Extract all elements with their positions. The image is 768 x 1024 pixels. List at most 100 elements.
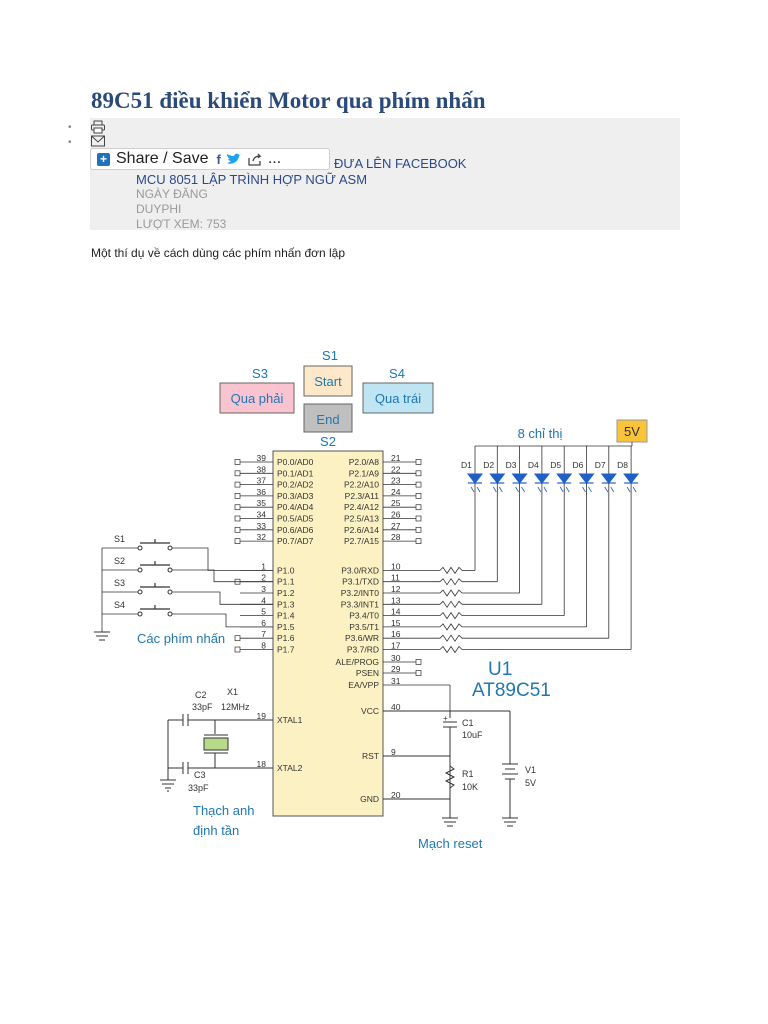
led-label: D4 (528, 460, 539, 470)
pin-name-left: P0.2/AD2 (277, 480, 314, 490)
switches-caption: Các phím nhấn (137, 631, 225, 646)
post-to-facebook-link[interactable]: ĐƯA LÊN FACEBOOK (334, 156, 467, 171)
s1-name: S1 (322, 348, 338, 363)
pin-name-right: P2.7/A15 (344, 536, 379, 546)
pin-name-right: P3.0/RXD (341, 565, 379, 575)
pin-name-left: P0.1/AD1 (277, 468, 314, 478)
switch-to-pin-wire (172, 591, 273, 605)
pin-name-right: P3.4/T0 (349, 611, 379, 621)
pin-terminal (234, 646, 241, 653)
share-more-button[interactable]: ... (267, 150, 282, 167)
x1-name: X1 (227, 687, 238, 697)
pin-terminal (415, 515, 422, 522)
switch-contact (137, 567, 143, 573)
pin-number-right: 20 (391, 790, 401, 800)
led-resistor (439, 623, 463, 631)
v5-label: 5V (624, 424, 640, 439)
pin-name-right: EA/VPP (348, 680, 379, 690)
pin-number-right: 12 (391, 584, 401, 594)
pin-number-right: 10 (391, 561, 401, 571)
plus-icon: + (97, 152, 110, 166)
share-arrow-icon[interactable] (247, 153, 263, 166)
crystal-caption-2: định tần (193, 823, 239, 838)
pin-number-left: 33 (257, 521, 267, 531)
led-diode (600, 473, 617, 484)
end-box (303, 403, 353, 433)
pin-terminal (234, 515, 241, 522)
page-title: 89C51 điều khiển Motor qua phím nhấn (91, 88, 486, 113)
chip-body (272, 450, 384, 817)
pin-name-right: P3.1/TXD (342, 577, 379, 587)
share-save-button[interactable]: + Share / Save f ... (90, 148, 330, 170)
switch-to-pin-wire (172, 569, 273, 583)
c3-value: 33pF (188, 783, 209, 793)
led-resistor (439, 589, 463, 597)
led-light-rays (492, 486, 503, 493)
crystal-caption-1: Thạch anh (193, 803, 254, 818)
pin-name-left: P0.5/AD5 (277, 514, 314, 524)
led-light-rays (559, 486, 570, 493)
led-resistor (439, 600, 463, 609)
r1-value: 10K (462, 782, 478, 792)
pin-name-left: P0.3/AD3 (277, 491, 314, 501)
chip-label: AT89C51 (472, 680, 551, 701)
pin-number-right: 14 (391, 607, 401, 617)
pin-number-left: 4 (261, 595, 266, 605)
led-label: D7 (595, 460, 606, 470)
bullet-dot: • (68, 137, 72, 148)
pin-name-right: P2.1/A9 (349, 468, 380, 478)
twitter-icon[interactable] (226, 153, 242, 166)
qua-trai-label: Qua trái (375, 391, 421, 406)
pin-terminal (234, 526, 241, 533)
printer-icon[interactable] (90, 120, 106, 134)
led-resistor (439, 645, 463, 654)
pin-name-left: P0.0/AD0 (277, 457, 314, 467)
pin-number-left: 34 (257, 510, 267, 520)
led-light-rays (515, 486, 525, 493)
pin-name-right: P2.3/A11 (345, 491, 380, 501)
pin-name-left: P1.2 (277, 588, 295, 598)
switch-label: S4 (114, 600, 125, 610)
pin-name-left: P1.4 (277, 611, 295, 621)
switch-label: S2 (114, 556, 125, 566)
led-label: D5 (550, 460, 561, 470)
led-diode (533, 473, 550, 484)
pin-terminal (415, 526, 422, 533)
pin-name-right: P2.2/A10 (344, 480, 379, 490)
pin-name-right: P3.3/INT1 (341, 599, 380, 609)
led-resistor (439, 566, 463, 575)
pin-name-right: VCC (361, 706, 379, 716)
led-diode (556, 473, 573, 484)
category-link[interactable]: MCU 8051 LẬP TRÌNH HỢP NGỮ ASM (136, 172, 368, 187)
pin-name-left: XTAL1 (277, 715, 303, 725)
switch-contact (137, 611, 143, 617)
switch-contact (167, 589, 173, 595)
pin-name-right: GND (360, 794, 379, 804)
led-label: D1 (461, 460, 472, 470)
pin-number-left: 36 (257, 487, 267, 497)
email-icon[interactable] (90, 134, 106, 148)
pin-name-left: P1.6 (277, 633, 295, 643)
pin-number-right: 15 (391, 618, 401, 628)
crystal-x1 (203, 737, 229, 751)
pin-number-right: 30 (391, 653, 401, 663)
pin-terminal (415, 538, 422, 544)
c1-name: C1 (462, 718, 474, 728)
post-meta-panel (90, 118, 680, 230)
author-name[interactable]: DUYPHI (136, 202, 182, 216)
pin-number-right: 26 (391, 510, 401, 520)
led-light-rays (537, 486, 548, 493)
switch-contact (167, 567, 173, 573)
pin-terminal (415, 459, 422, 465)
intro-text: Một thí dụ về cách dùng các phím nhấn đơ… (91, 246, 346, 260)
switch-contact (167, 545, 173, 551)
pin-number-left: 5 (261, 607, 266, 617)
switch-to-pin-wire (172, 613, 273, 628)
qua-phai-label: Qua phải (231, 391, 284, 406)
s2-name: S2 (320, 434, 336, 449)
bullet-dot: • (68, 122, 72, 133)
led-light-rays (470, 486, 481, 493)
facebook-icon[interactable]: f (216, 151, 221, 167)
pin-name-left: P1.3 (277, 599, 295, 609)
pin-number-left: 37 (257, 476, 267, 486)
